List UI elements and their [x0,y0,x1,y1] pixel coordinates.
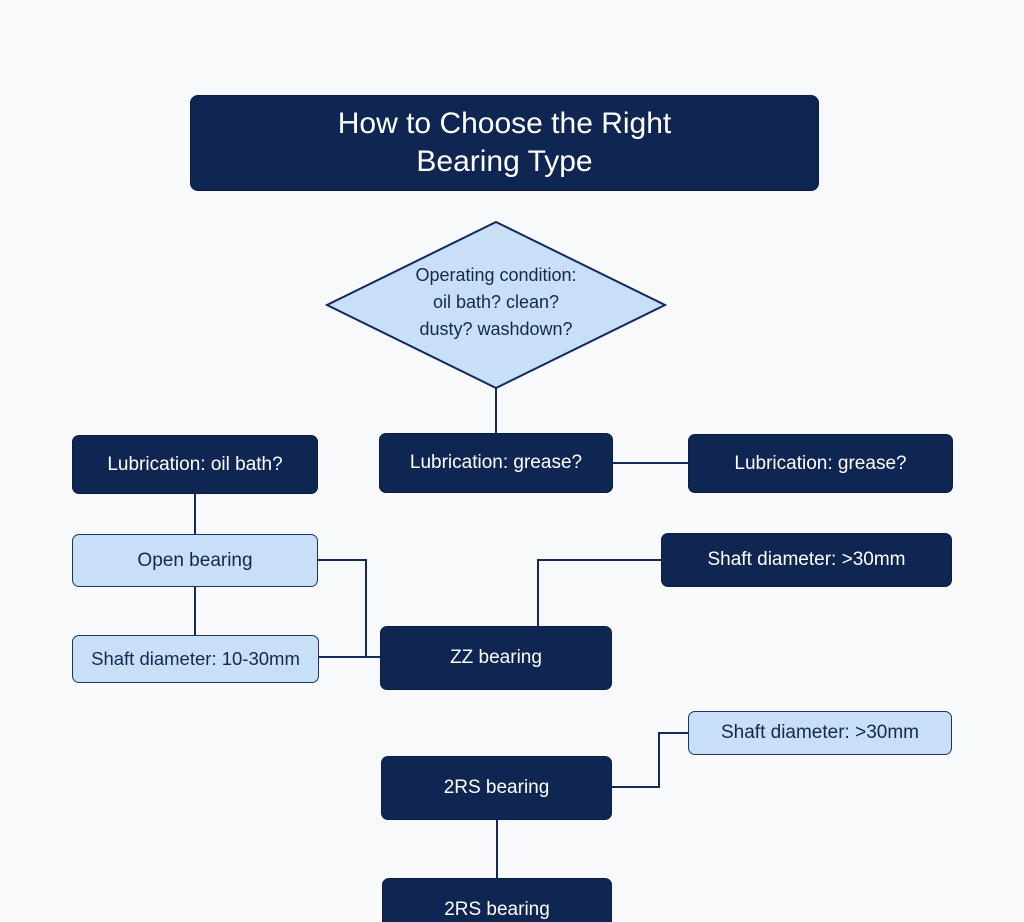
connector-open-to-zz [318,559,380,658]
decision-label-line3: dusty? washdown? [419,319,573,339]
node-lubrication-oil-bath: Lubrication: oil bath? [72,435,318,494]
diagram-title: How to Choose the Right Bearing Type [190,95,819,191]
node-zz-bearing: ZZ bearing [380,626,612,690]
node-lubrication-other: Lubrication: grease? [688,434,953,493]
decision-label-line1: Operating condition: [415,265,577,285]
decision-diamond [324,220,668,390]
diagram-title-line2: Bearing Type [416,145,593,178]
node-shaft-diameter-gt30-upper: Shaft diameter: >30mm [661,533,952,587]
connector-2rs-to-shaft-gt30 [612,732,688,788]
node-shaft-diameter-gt30-lower: Shaft diameter: >30mm [688,711,952,755]
node-lubrication-grease: Lubrication: grease? [379,433,613,493]
node-open-bearing: Open bearing [72,534,318,587]
node-2rs-bearing-upper: 2RS bearing [381,756,612,820]
node-shaft-diameter-10-30: Shaft diameter: 10-30mm [72,635,319,683]
decision-label-line2: oil bath? clean? [432,292,560,312]
connector-zz-to-shaft-gt30 [537,559,661,626]
node-2rs-bearing-lower: 2RS bearing [382,878,612,922]
diagram-title-line1: How to Choose the Right [337,107,672,140]
decision-label: Operating condition: oil bath? clean? du… [326,262,666,343]
